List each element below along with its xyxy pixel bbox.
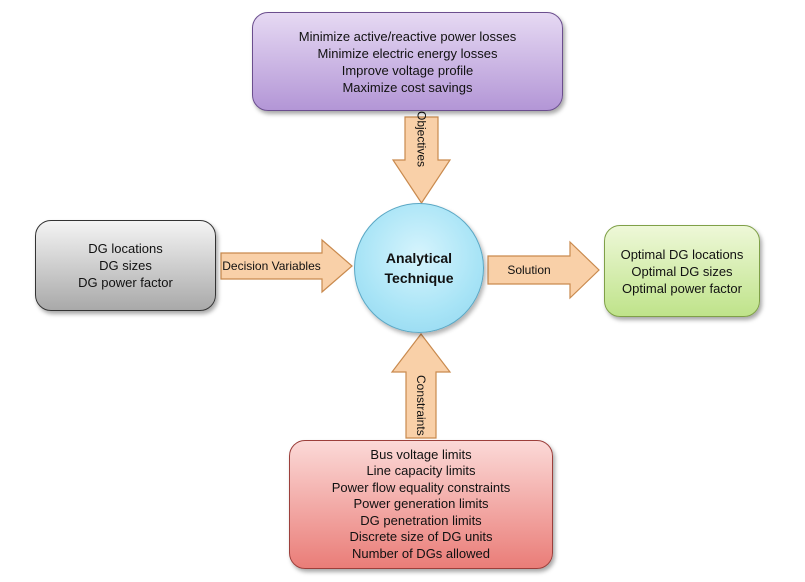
objectives-arrow	[391, 116, 452, 205]
decision-variables-arrow	[220, 238, 353, 294]
solution-item: Optimal power factor	[622, 280, 742, 296]
objective-item: Minimize electric energy losses	[317, 45, 498, 61]
decision-variable-item: DG sizes	[99, 258, 152, 273]
constraint-item: Bus voltage limits	[370, 446, 472, 462]
objectives-arrow-label: Objectives	[414, 110, 429, 168]
decision-variable-item: DG power factor	[78, 275, 173, 290]
decision-variables-arrow-label: Decision Variables	[222, 259, 321, 273]
objective-item: Maximize cost savings	[342, 79, 473, 95]
constraint-item: DG penetration limits	[360, 512, 482, 528]
analytical-technique-circle: Analytical Technique	[354, 203, 484, 333]
center-label-line: Analytical	[385, 250, 453, 266]
solution-item: Optimal DG sizes	[631, 263, 733, 279]
constraint-item: Line capacity limits	[366, 463, 476, 479]
objective-item: Minimize active/reactive power losses	[298, 28, 517, 44]
objective-item: Improve voltage profile	[341, 62, 474, 78]
constraint-item: Power generation limits	[353, 496, 489, 512]
solution-box: Optimal DG locations Optimal DG sizes Op…	[604, 225, 760, 317]
constraint-item: Discrete size of DG units	[349, 529, 493, 545]
constraints-arrow	[390, 333, 452, 439]
constraint-item: Power flow equality constraints	[331, 479, 511, 495]
solution-arrow-label: Solution	[507, 263, 551, 277]
decision-variables-box: DG locations DG sizes DG power factor	[35, 220, 216, 311]
solution-item: Optimal DG locations	[620, 246, 744, 262]
constraint-item: Number of DGs allowed	[352, 545, 490, 561]
constraints-arrow-label: Constraints	[414, 374, 428, 436]
center-label-line: Technique	[384, 270, 454, 286]
objectives-box: Minimize active/reactive power losses Mi…	[252, 12, 563, 111]
decision-variable-item: DG locations	[88, 241, 163, 256]
solution-arrow	[487, 240, 600, 300]
constraints-box: Bus voltage limits Line capacity limits …	[289, 440, 553, 569]
